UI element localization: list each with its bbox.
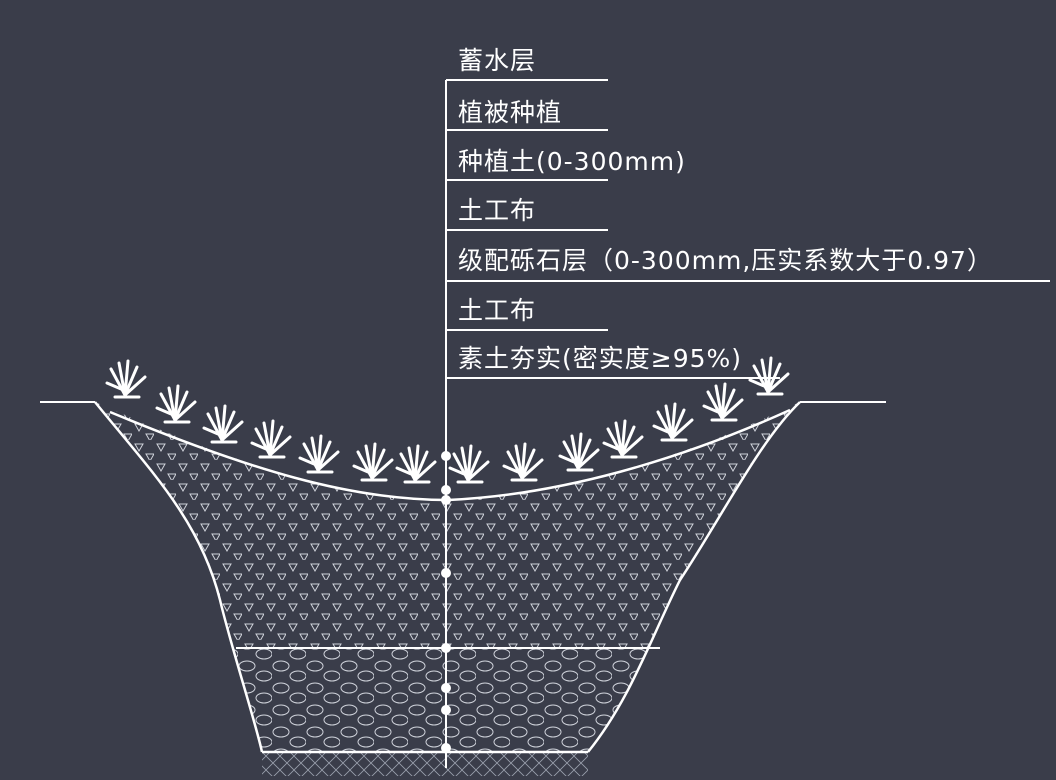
leader-dot	[441, 495, 451, 505]
leader-line	[441, 79, 1050, 768]
plant-tuft	[702, 382, 744, 422]
leader-dot	[441, 743, 451, 753]
leader-dot	[441, 683, 451, 693]
plant-tuft	[448, 444, 490, 484]
layer-label-planting-soil: 种植土(0-300mm)	[458, 147, 686, 176]
plant-tuft	[155, 384, 197, 424]
plant-tuft	[748, 356, 790, 396]
plant-tuft	[558, 432, 600, 472]
layer-label-geotextile-upper: 土工布	[458, 196, 537, 225]
layer-label-water-storage: 蓄水层	[458, 46, 537, 75]
leader-dot	[441, 485, 451, 495]
plant-tuft	[298, 434, 340, 474]
compacted-soil-fill	[262, 752, 588, 776]
leader-dot	[441, 643, 451, 653]
plant-tuft	[105, 359, 147, 399]
plant-tuft	[250, 419, 292, 459]
layer-label-graded-gravel: 级配砾石层（0-300mm,压实系数大于0.97）	[458, 246, 993, 275]
plant-tuft	[202, 404, 244, 444]
plant-tuft	[395, 444, 437, 484]
leader-dot	[441, 705, 451, 715]
vegetation-plants	[105, 356, 790, 484]
planting-soil-fill	[95, 402, 800, 648]
plant-tuft	[652, 402, 694, 442]
layer-label-geotextile-lower: 土工布	[458, 296, 537, 325]
plant-tuft	[502, 442, 544, 482]
leader-dot	[441, 568, 451, 578]
leader-dot	[441, 451, 451, 461]
gravel-fill	[95, 648, 800, 752]
layer-label-compacted-soil: 素土夯实(密实度≥95%)	[458, 344, 743, 373]
layer-label-vegetation: 植被种植	[458, 98, 563, 127]
plant-tuft	[352, 442, 394, 482]
plant-tuft	[602, 419, 644, 459]
